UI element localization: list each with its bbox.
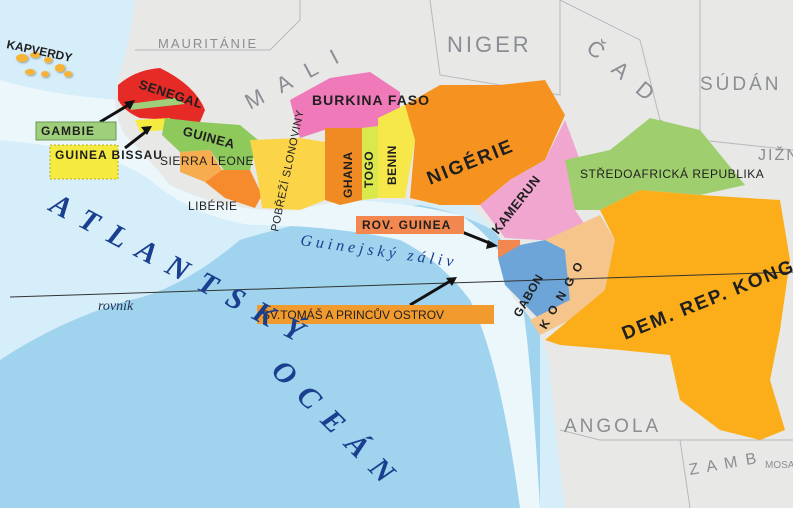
label-angola: ANGOLA xyxy=(564,416,661,437)
border-angola xyxy=(559,429,793,441)
country-drc[interactable] xyxy=(545,190,790,440)
country-car[interactable] xyxy=(565,118,745,210)
label-ghana: GHANA xyxy=(341,152,355,199)
label-niger: NIGER xyxy=(447,32,532,57)
gambie-tag xyxy=(35,121,117,141)
country-liberia[interactable] xyxy=(205,170,262,208)
label-car: STŘEDOAFRICKÁ REPUBLIKA xyxy=(580,166,764,181)
country-burkina-faso[interactable] xyxy=(290,72,400,138)
label-guinea-bissau: GUINEA BISSAU xyxy=(55,148,163,162)
border-mauritania xyxy=(135,0,301,51)
label-sierra-leone: SIERRA LEONE xyxy=(160,154,254,168)
label-sudan: SÚDÁN xyxy=(700,73,782,95)
border-zambia xyxy=(679,439,691,509)
cape-verde-islands xyxy=(16,52,72,77)
label-gambie: GAMBIE xyxy=(41,124,95,138)
label-equator: rovník xyxy=(98,299,134,314)
land-mass xyxy=(115,0,793,508)
label-equatorial-guinea: ROV. GUINEA xyxy=(362,218,451,232)
label-mosa: MOSA xyxy=(765,460,793,471)
country-ivory-coast[interactable] xyxy=(250,138,325,210)
guinea-bissau-tag xyxy=(49,144,119,180)
country-cameroon[interactable] xyxy=(480,120,595,240)
equator-line xyxy=(9,271,793,298)
country-benin[interactable] xyxy=(378,105,415,198)
label-liberie: LIBÉRIE xyxy=(188,198,238,213)
label-togo: TOGO xyxy=(362,151,376,188)
country-nigeria[interactable] xyxy=(405,80,565,205)
sv-tomas-tag xyxy=(257,305,494,324)
country-guinea[interactable] xyxy=(162,118,258,172)
rov-guinea-tag xyxy=(356,216,464,234)
label-mauritania: MAURITÁNIE xyxy=(158,36,258,51)
pointer-arrows xyxy=(99,100,498,307)
country-sierra-leone[interactable] xyxy=(180,150,222,182)
label-south-sudan: JIŽNÍ SÚDÁN xyxy=(758,145,793,164)
label-benin: BENIN xyxy=(385,145,399,185)
label-sao-tome: SV.TOMÁŠ A PRINCŮV OSTROV xyxy=(262,307,444,322)
country-ghana[interactable] xyxy=(325,128,362,205)
country-congo[interactable] xyxy=(530,215,615,335)
country-togo[interactable] xyxy=(362,126,378,200)
label-burkina-faso: BURKINA FASO xyxy=(312,92,430,108)
country-gambia[interactable] xyxy=(128,98,185,110)
